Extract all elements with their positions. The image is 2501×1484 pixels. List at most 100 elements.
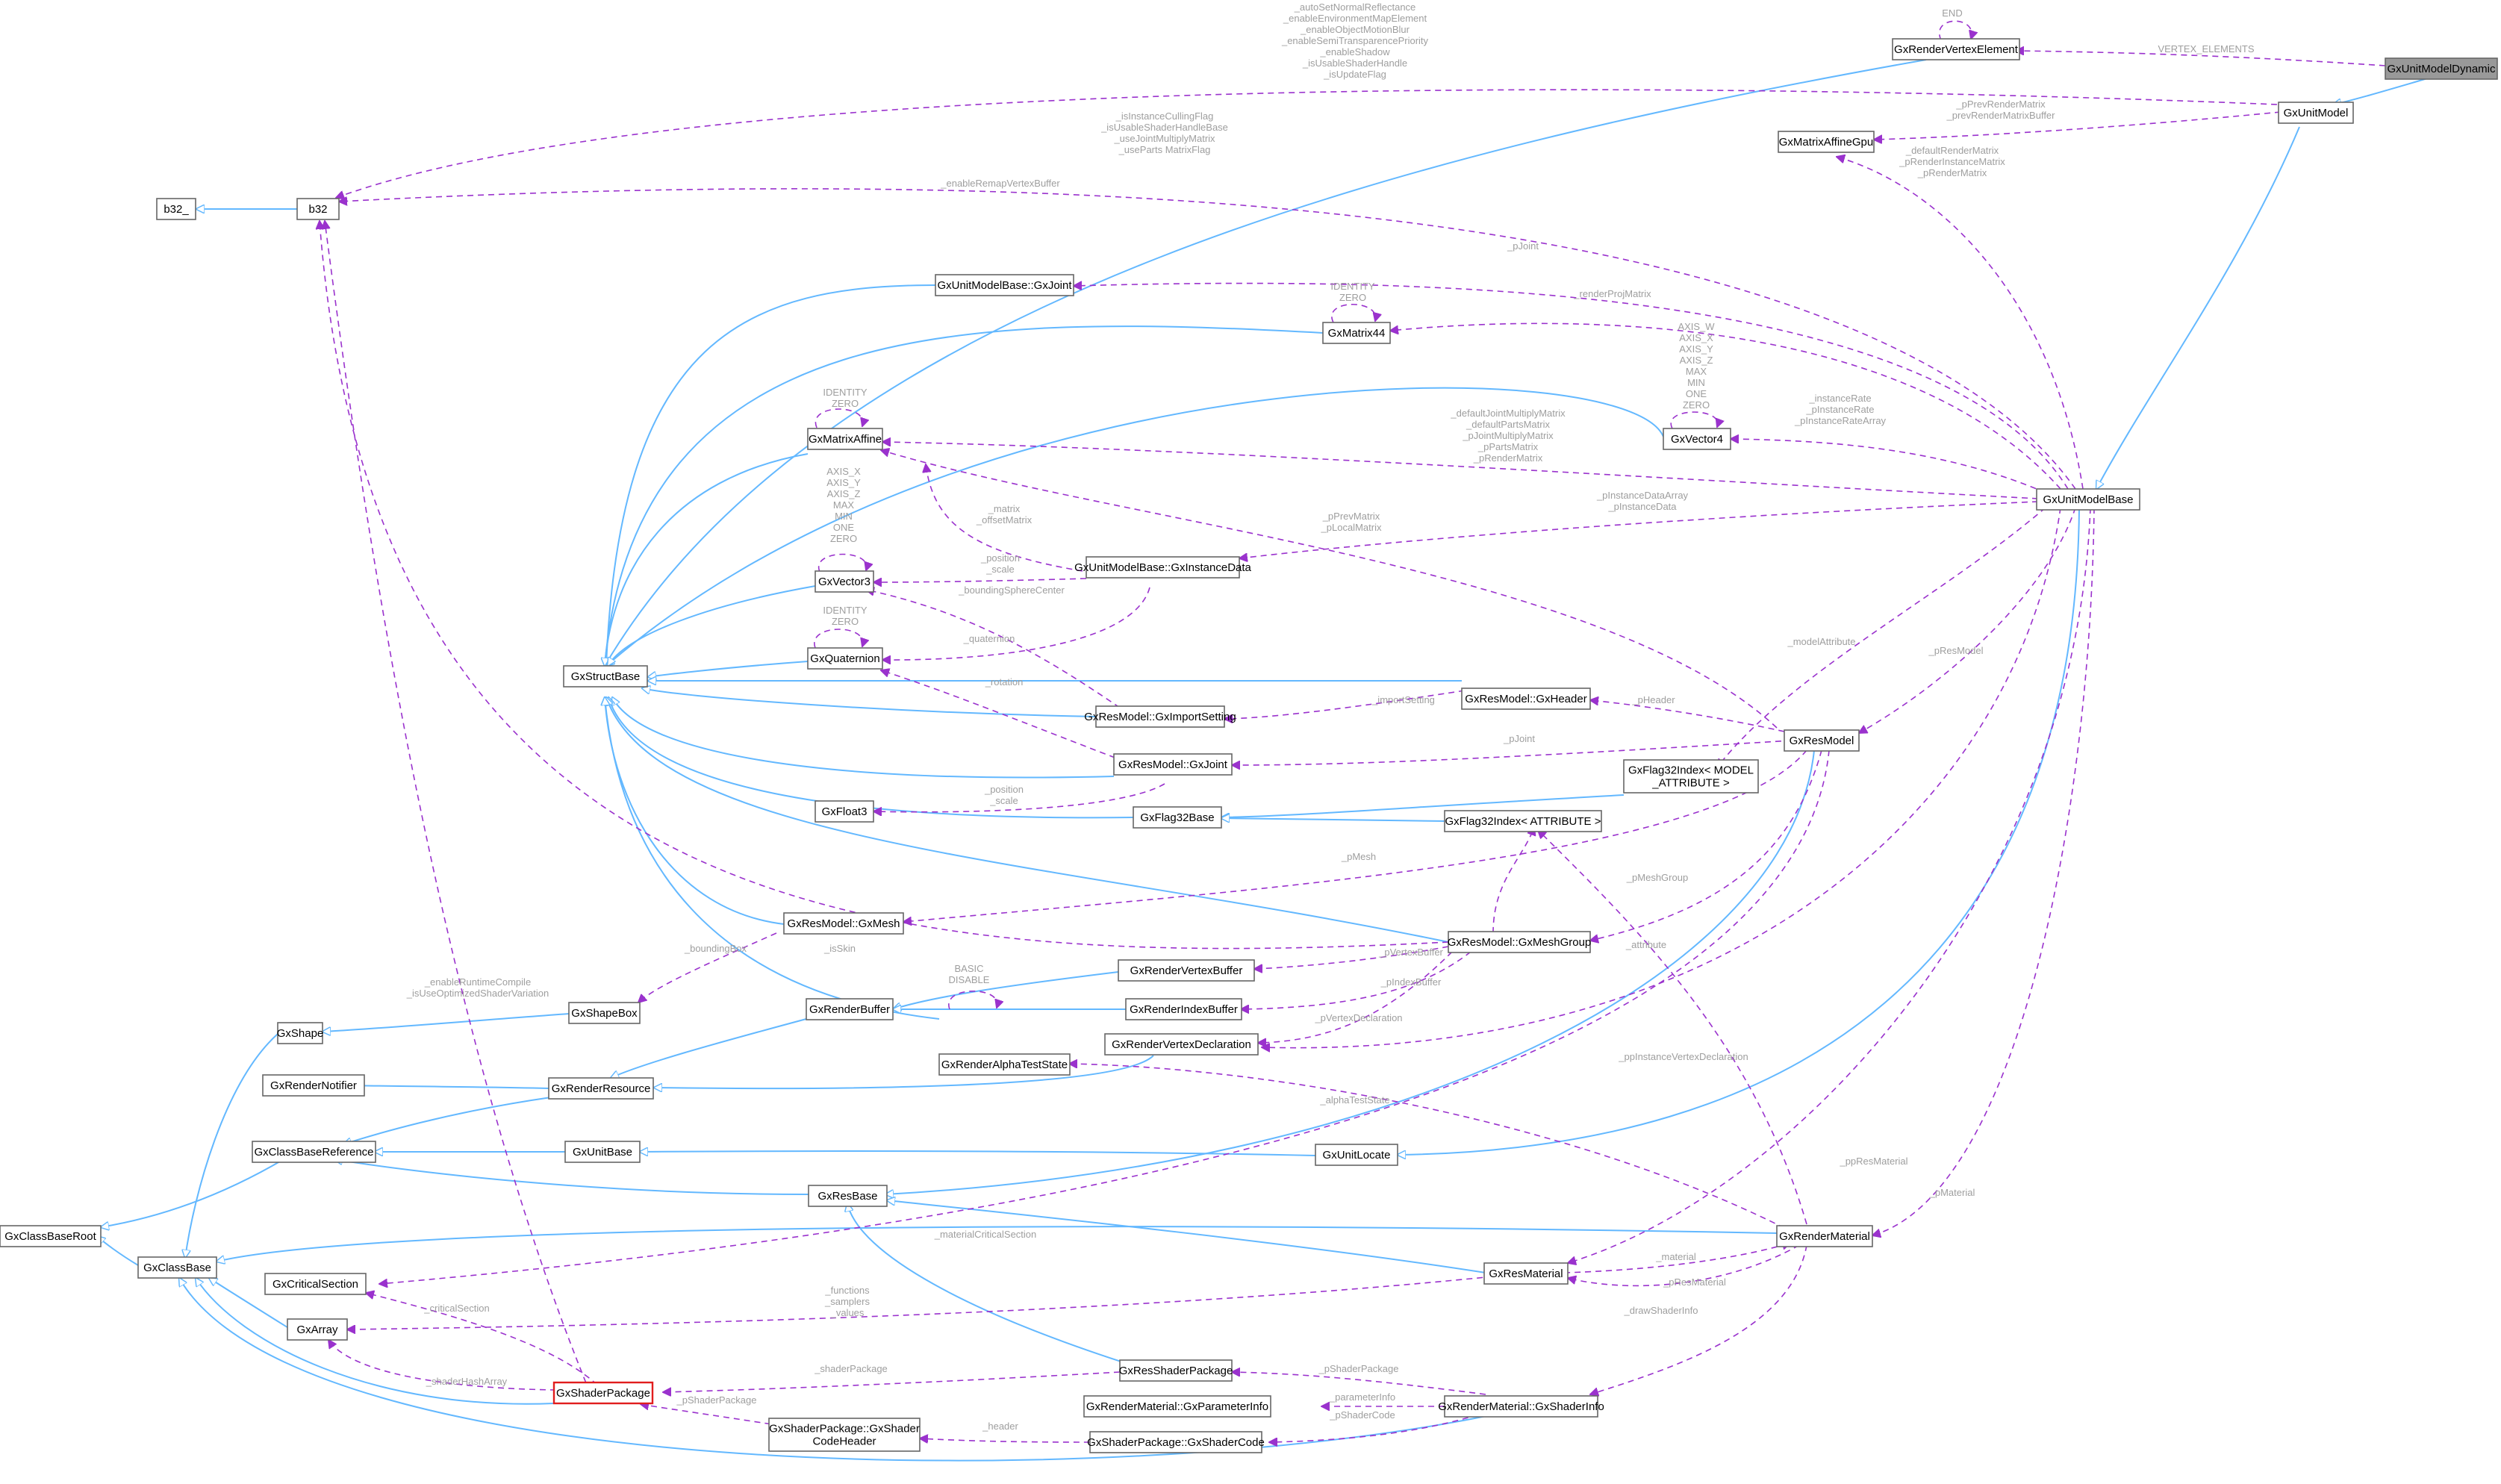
class-node-gxrendermaterial[interactable]: GxRenderMaterial xyxy=(1776,1225,1873,1247)
class-node-box[interactable] xyxy=(296,198,340,220)
class-node-box[interactable] xyxy=(815,800,874,823)
class-node-box[interactable] xyxy=(156,198,196,220)
class-node-gxresmaterial[interactable]: GxResMaterial xyxy=(1483,1262,1569,1285)
class-node-gxrenderindexbuffer[interactable]: GxRenderIndexBuffer xyxy=(1125,998,1242,1020)
class-node-box[interactable] xyxy=(262,1074,365,1097)
class-node-box[interactable] xyxy=(548,1077,654,1100)
class-node-gxclassbase[interactable]: GxClassBase xyxy=(137,1256,217,1279)
class-node-gxresheader[interactable]: GxResModel::GxHeader xyxy=(1461,688,1591,710)
class-node-box[interactable] xyxy=(808,1185,888,1207)
class-node-gxclassbasereference[interactable]: GxClassBaseReference xyxy=(252,1141,376,1163)
class-node-box[interactable] xyxy=(1104,1033,1259,1056)
class-node-box[interactable] xyxy=(1119,1359,1233,1382)
class-node-box[interactable] xyxy=(564,1141,641,1163)
class-node-box[interactable] xyxy=(1784,729,1860,752)
class-node-gxrenderbuffer[interactable]: GxRenderBuffer xyxy=(806,998,894,1020)
class-node-box[interactable] xyxy=(2278,102,2354,124)
class-node-gxstructbase[interactable]: GxStructBase xyxy=(563,665,648,688)
class-node-box[interactable] xyxy=(1483,1262,1569,1285)
class-node-gxresmesh[interactable]: GxResModel::GxMesh xyxy=(783,912,904,935)
class-node-box[interactable] xyxy=(552,1381,654,1405)
class-node-box[interactable] xyxy=(1892,38,2020,60)
class-node-gxshapebox[interactable]: GxShapeBox xyxy=(568,1002,641,1024)
class-node-gxcriticalsection[interactable]: GxCriticalSection xyxy=(264,1273,367,1295)
class-node-box[interactable] xyxy=(1089,1431,1262,1453)
class-node-gxrenderresource[interactable]: GxRenderResource xyxy=(548,1077,654,1100)
class-node-gxjoint[interactable]: GxUnitModelBase::GxJoint xyxy=(935,274,1074,296)
class-node-box[interactable] xyxy=(1095,705,1225,728)
class-node-gxparaminfo[interactable]: GxRenderMaterial::GxParameterInfo xyxy=(1083,1395,1271,1418)
class-node-gxmatrixaffine[interactable]: GxMatrixAffine xyxy=(807,428,883,450)
class-node-gxresbase[interactable]: GxResBase xyxy=(808,1185,888,1207)
class-node-gxmatrix44[interactable]: GxMatrix44 xyxy=(1322,322,1391,344)
class-node-box[interactable] xyxy=(1133,806,1222,829)
class-node-box[interactable] xyxy=(815,570,874,593)
class-node-gxresmodel[interactable]: GxResModel xyxy=(1784,729,1860,752)
class-node-gxshape[interactable]: GxShape xyxy=(277,1022,324,1044)
class-node-gxshaderinfo[interactable]: GxRenderMaterial::GxShaderInfo xyxy=(1438,1395,1604,1418)
class-node-box[interactable] xyxy=(563,665,648,688)
class-node-box[interactable] xyxy=(1113,753,1233,776)
class-node-gxunitbase[interactable]: GxUnitBase xyxy=(564,1141,641,1163)
class-node-box[interactable] xyxy=(768,1418,921,1452)
class-node-gxmatrixaffinegpu[interactable]: GxMatrixAffineGpu xyxy=(1778,131,1875,153)
class-node-gxflag32base[interactable]: GxFlag32Base xyxy=(1133,806,1222,829)
class-node-gxshaderpackage[interactable]: GxShaderPackage xyxy=(552,1381,654,1405)
class-node-box[interactable] xyxy=(2036,488,2140,511)
class-node-box[interactable] xyxy=(1322,322,1391,344)
class-node-box[interactable] xyxy=(783,912,904,935)
class-node-box[interactable] xyxy=(2385,57,2498,80)
class-node-gxflag32model[interactable]: GxFlag32Index< MODEL_ATTRIBUTE > xyxy=(1623,759,1759,794)
class-node-gxquaternion[interactable]: GxQuaternion xyxy=(807,647,883,670)
class-node-box[interactable] xyxy=(1461,688,1591,710)
class-node-box[interactable] xyxy=(1623,759,1759,794)
class-node-box[interactable] xyxy=(935,274,1074,296)
class-node-gxrendernotifier[interactable]: GxRenderNotifier xyxy=(262,1074,365,1097)
class-node-b32[interactable]: b32 xyxy=(296,198,340,220)
class-node-gxunitmodeldynamic[interactable]: GxUnitModelDynamic xyxy=(2385,57,2498,80)
class-node-b32_[interactable]: b32_ xyxy=(156,198,196,220)
class-node-gxrendervertexelement[interactable]: GxRenderVertexElement xyxy=(1892,38,2020,60)
class-node-box[interactable] xyxy=(1444,1395,1598,1418)
class-node-box[interactable] xyxy=(277,1022,323,1044)
class-node-box[interactable] xyxy=(264,1273,367,1295)
class-node-box[interactable] xyxy=(938,1053,1071,1076)
class-node-gxrendervertexbuffer[interactable]: GxRenderVertexBuffer xyxy=(1118,959,1255,982)
class-node-box[interactable] xyxy=(806,998,894,1020)
class-node-gxinstancedata[interactable]: GxUnitModelBase::GxInstanceData xyxy=(1074,556,1252,579)
class-node-box[interactable] xyxy=(1118,959,1255,982)
class-node-box[interactable] xyxy=(252,1141,376,1163)
class-node-gximportsetting[interactable]: GxResModel::GxImportSetting xyxy=(1084,705,1236,728)
class-node-box[interactable] xyxy=(137,1256,217,1279)
class-node-box[interactable] xyxy=(1444,810,1602,832)
class-node-gxfloat3[interactable]: GxFloat3 xyxy=(815,800,874,823)
class-node-box[interactable] xyxy=(568,1002,641,1024)
class-node-box[interactable] xyxy=(287,1318,348,1341)
class-node-gxarray[interactable]: GxArray xyxy=(287,1318,348,1341)
class-node-gxresmeshgroup[interactable]: GxResModel::GxMeshGroup xyxy=(1448,931,1592,953)
class-node-gxunitmodel[interactable]: GxUnitModel xyxy=(2278,102,2354,124)
class-node-box[interactable] xyxy=(1776,1225,1873,1247)
class-node-box[interactable] xyxy=(1086,556,1240,579)
class-node-gxflag32attr[interactable]: GxFlag32Index< ATTRIBUTE > xyxy=(1444,810,1602,832)
class-node-box[interactable] xyxy=(1083,1395,1271,1418)
class-node-box[interactable] xyxy=(1125,998,1242,1020)
class-node-box[interactable] xyxy=(1448,931,1591,953)
class-node-box[interactable] xyxy=(1663,428,1731,450)
class-node-gxresshaderpackage[interactable]: GxResShaderPackage xyxy=(1119,1359,1233,1382)
class-node-box[interactable] xyxy=(1778,131,1875,153)
class-node-box[interactable] xyxy=(807,647,883,670)
class-node-box[interactable] xyxy=(0,1225,102,1247)
class-node-gxvector4[interactable]: GxVector4 xyxy=(1663,428,1731,450)
class-node-gxrenderalphatest[interactable]: GxRenderAlphaTestState xyxy=(938,1053,1071,1076)
class-node-box[interactable] xyxy=(807,428,883,450)
class-node-gxshadercode[interactable]: GxShaderPackage::GxShaderCode xyxy=(1087,1431,1265,1453)
class-node-gxresjoint[interactable]: GxResModel::GxJoint xyxy=(1113,753,1233,776)
class-node-gxrendervertexdecl[interactable]: GxRenderVertexDeclaration xyxy=(1104,1033,1259,1056)
class-node-gxunitlocate[interactable]: GxUnitLocate xyxy=(1315,1144,1398,1166)
class-node-gxunitmodelbase[interactable]: GxUnitModelBase xyxy=(2036,488,2140,511)
class-node-gxclassbaseroot[interactable]: GxClassBaseRoot xyxy=(0,1225,102,1247)
class-node-box[interactable] xyxy=(1315,1144,1398,1166)
class-node-gxvector3[interactable]: GxVector3 xyxy=(815,570,874,593)
